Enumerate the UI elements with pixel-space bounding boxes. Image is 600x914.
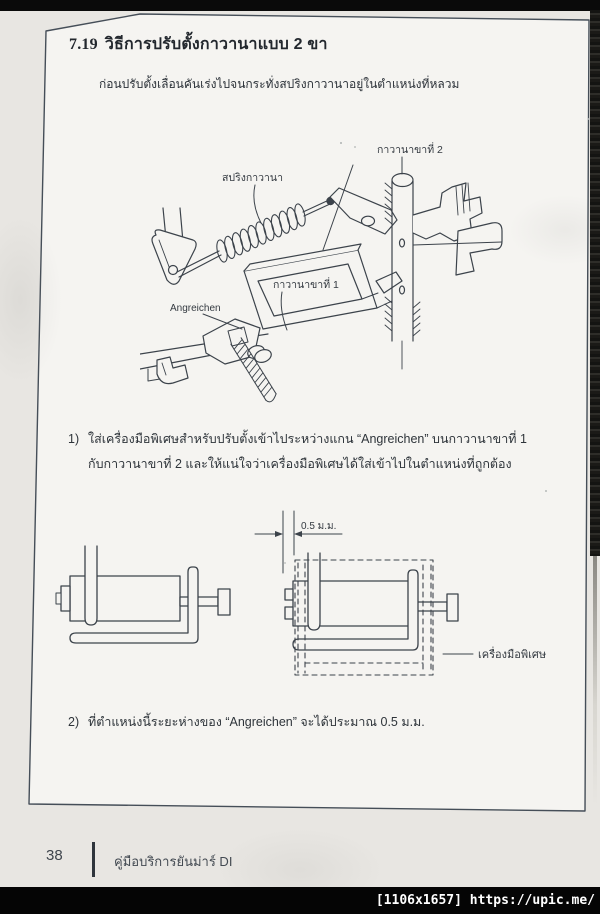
- tool-dashed-outline: [294, 559, 434, 676]
- fork-link: [151, 207, 222, 285]
- label-governor-leg2: กาวานาขาที่ 2: [377, 142, 443, 156]
- label-governor-spring: สปริงกาวานา: [222, 172, 283, 184]
- leader-lines: [202, 156, 403, 331]
- governor-lever: [322, 164, 398, 251]
- threaded-rod: [230, 337, 277, 403]
- label-special-tool: เครื่องมือพิเศษ: [478, 646, 546, 661]
- step-1: 1) ใส่เครื่องมือพิเศษสำหรับปรับตั้งเข้าไ…: [68, 427, 538, 477]
- scan-binding-edge: [590, 10, 600, 556]
- label-angreichen: Angreichen: [170, 303, 221, 314]
- step-2-number: 2): [68, 715, 80, 729]
- manual-title: คู่มือบริการยันม่าร์ DI: [114, 854, 233, 869]
- right-casting: [412, 182, 503, 276]
- intro-text: ก่อนปรับตั้งเลื่อนคันเร่งไปจนกระทั่งสปริ…: [99, 77, 460, 91]
- tool-assembly-right: [284, 552, 459, 651]
- figure-governor-diagram: สปริงกาวานา กาวานาขาที่ 2 กาวานาขาที่ 1 …: [140, 142, 503, 403]
- label-governor-leg1: กาวานาขาที่ 1: [273, 277, 339, 291]
- step-2: 2) ที่ตำแหน่งนี้ระยะห่างของ “Angreichen”…: [68, 710, 538, 735]
- step-2-line-1: ที่ตำแหน่งนี้ระยะห่างของ “Angreichen” จะ…: [88, 715, 425, 729]
- footer-divider: [92, 842, 95, 877]
- scan-binding-edge-fade: [593, 556, 597, 806]
- dimension-marker: [254, 510, 343, 574]
- scan-bottom-bar: [1106x1657] https://upic.me/: [0, 887, 600, 914]
- section-title-text: วิธีการปรับตั้งกาวานาแบบ 2 ขา: [104, 36, 328, 53]
- tool-assembly-left: [55, 545, 231, 644]
- scan-top-bar: [0, 0, 600, 11]
- governor-shaft: [384, 172, 421, 370]
- page-number: 38: [46, 847, 63, 864]
- step-1-number: 1): [68, 432, 80, 446]
- watermark-text: [1106x1657] https://upic.me/: [375, 893, 595, 908]
- step-1-line-2: กับกาวานาขาที่ 2 และให้แน่ใจว่าเครื่องมื…: [88, 457, 512, 471]
- label-dimension: 0.5 ม.ม.: [301, 521, 336, 532]
- section-number: 7.19: [69, 36, 98, 53]
- step-1-line-1: ใส่เครื่องมือพิเศษสำหรับปรับตั้งเข้าไประ…: [88, 432, 527, 446]
- scan-specks: [340, 142, 342, 144]
- governor-spring: [216, 199, 331, 263]
- figure-special-tool-diagram: 0.5 ม.ม. เครื่องมือพิเศษ: [55, 510, 546, 676]
- c-bracket: [243, 243, 403, 330]
- section-title: 7.19 วิธีการปรับตั้งกาวานาแบบ 2 ขา: [69, 32, 328, 57]
